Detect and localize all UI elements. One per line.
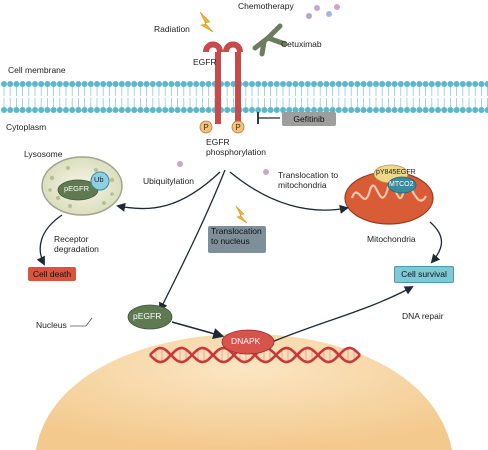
radiation-label: Radiation <box>154 24 190 34</box>
dna-repair-label: DNA repair <box>402 311 444 321</box>
egfr-label: EGFR <box>193 57 217 67</box>
cell-membrane <box>1 81 488 113</box>
chemotherapy-dots <box>306 4 340 19</box>
lysosome-pegfr-label: pEGFR <box>64 184 90 193</box>
egfr-phosphorylation-label: EGFR phosphorylation <box>206 137 267 157</box>
cell-survival-box: Cell survival <box>394 266 454 283</box>
cetuximab-antibody-icon <box>252 23 288 57</box>
dnapk-shape <box>221 329 275 355</box>
radiation-lightning-small-icon <box>235 205 248 224</box>
ubiquitylation-label: Ubiquitylation <box>143 176 195 186</box>
dna-helix <box>149 346 361 364</box>
translocation-mitochondria-label: Translocation to mitochondria <box>278 170 339 190</box>
mitochondria <box>344 164 434 225</box>
p-left-text: P <box>203 123 208 132</box>
cell-membrane-label: Cell membrane <box>8 65 66 75</box>
phospho-p-right: P <box>231 120 245 134</box>
p-right-text: P <box>235 123 240 132</box>
nucleus-label: Nucleus <box>36 320 67 330</box>
receptor-degradation-label: Receptor degradation <box>54 234 99 254</box>
lysosome <box>41 156 123 216</box>
cetuximab-label: Cetuximab <box>281 39 322 49</box>
arrow-to-mitochondria <box>229 171 349 214</box>
arrow-to-lysosome <box>116 171 221 212</box>
lysosome-label: Lysosome <box>24 149 63 159</box>
phospho-p-left: P <box>199 120 213 134</box>
dnapk-label: DNAPK <box>231 336 261 346</box>
mtco2-label: MTCO2 <box>389 181 414 188</box>
nuclear-pegfr-label: pEGFR <box>133 311 162 321</box>
arrow-to-cell-survival <box>429 221 443 264</box>
cytoplasm-label: Cytoplasm <box>6 122 47 132</box>
chemotherapy-label: Chemotherapy <box>238 1 294 11</box>
ub-label: Ub <box>94 175 104 184</box>
arrow-receptor-degradation <box>36 214 63 266</box>
gefitinib-box: Gefitinib <box>282 112 336 126</box>
radiation-lightning-icon <box>199 11 214 33</box>
mitochondria-label: Mitochondria <box>367 234 416 244</box>
nucleus-pointer <box>70 317 93 327</box>
cell-death-box: Cell death <box>28 267 76 281</box>
nuclear-pegfr-shape <box>127 304 173 330</box>
arrow-to-nucleus <box>159 169 226 312</box>
translocation-nucleus-box: Translocation to nucleus <box>208 226 266 253</box>
egfr-receptor-right <box>223 41 243 124</box>
arrow-dna-repair <box>271 286 414 343</box>
arrow-pegfr-to-dnapk <box>171 321 225 340</box>
egfr-receptor-left <box>203 41 223 124</box>
mito-pegfr-label: pY845EGFR <box>376 169 416 176</box>
